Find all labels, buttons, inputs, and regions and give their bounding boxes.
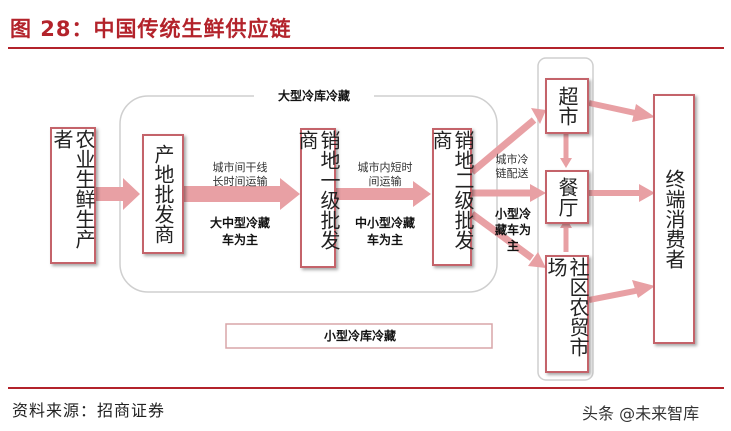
arrow-restaurant-consumer: [589, 184, 655, 202]
edge1-vehicle-line1: 大中型冷藏: [209, 216, 270, 230]
origin-wholesaler-box: 产地批发商: [142, 134, 184, 254]
arrow-community-consumer: [588, 280, 655, 303]
producer-box: 农业生鲜生产者: [50, 127, 96, 264]
watermark: 头条 @未来智库: [582, 404, 700, 423]
edge1-desc-line1: 城市间干线: [212, 161, 268, 174]
edge3-vehicle-line2: 藏车为: [494, 223, 531, 237]
arrow-supermarket-restaurant: [560, 133, 572, 168]
arrow-origin-primary: [184, 178, 300, 210]
arrow-supermarket-consumer: [588, 100, 655, 122]
restaurant-box: 餐厅: [545, 170, 589, 224]
community-market-label: 社区农贸市场: [544, 257, 590, 357]
title-rule: [8, 47, 724, 49]
secondary-wholesaler-label: 销地二级批发商: [429, 130, 475, 250]
arrow-secondary-community: [469, 211, 546, 268]
edge3-vehicle-line3: 主: [506, 239, 519, 253]
source-rule: [8, 387, 724, 389]
arrow-secondary-restaurant: [472, 184, 546, 202]
small-cold-outline: [225, 323, 493, 349]
supermarket-box: 超市: [545, 78, 589, 134]
source-note: 资料来源：招商证券: [12, 401, 166, 420]
supermarket-label: 超市: [555, 86, 579, 126]
origin-wholesaler-label: 产地批发商: [151, 144, 175, 244]
consumer-box: 终端消费者: [653, 94, 695, 344]
large-cold-label: 大型冷库冷藏: [254, 87, 374, 105]
figure-title: 图 28：中国传统生鲜供应链: [10, 17, 292, 41]
edge1-vehicle-line2: 车为主: [221, 233, 258, 247]
edge2-desc-line1: 城市内短时: [357, 161, 413, 174]
community-market-box: 社区农贸市场: [544, 255, 590, 373]
primary-wholesaler-box: 销地一级批发商: [295, 128, 341, 268]
arrow-producer-origin: [95, 178, 140, 210]
arrow-secondary-supermarket: [469, 108, 546, 175]
restaurant-label: 餐厅: [555, 177, 579, 217]
edge3-vehicle-line1: 小型冷: [494, 207, 531, 221]
small-cold-label: 小型冷库冷藏: [323, 329, 396, 343]
secondary-wholesaler-box: 销地二级批发商: [429, 128, 475, 266]
edge1-desc-line2: 长时间运输: [212, 175, 268, 188]
edge2-vehicle-line1: 中小型冷藏: [354, 216, 415, 230]
edge2-desc-line2: 间运输: [368, 175, 402, 188]
primary-wholesaler-label: 销地一级批发商: [295, 130, 341, 250]
retail-group-outline: [537, 57, 594, 381]
edge3-desc-line2: 链配送: [495, 167, 529, 180]
producer-label: 农业生鲜生产者: [50, 129, 96, 249]
consumer-label: 终端消费者: [662, 169, 686, 269]
edge2-vehicle-line2: 车为主: [366, 233, 403, 247]
edge3-desc-line1: 城市冷: [495, 153, 529, 166]
arrow-primary-secondary: [335, 181, 431, 207]
